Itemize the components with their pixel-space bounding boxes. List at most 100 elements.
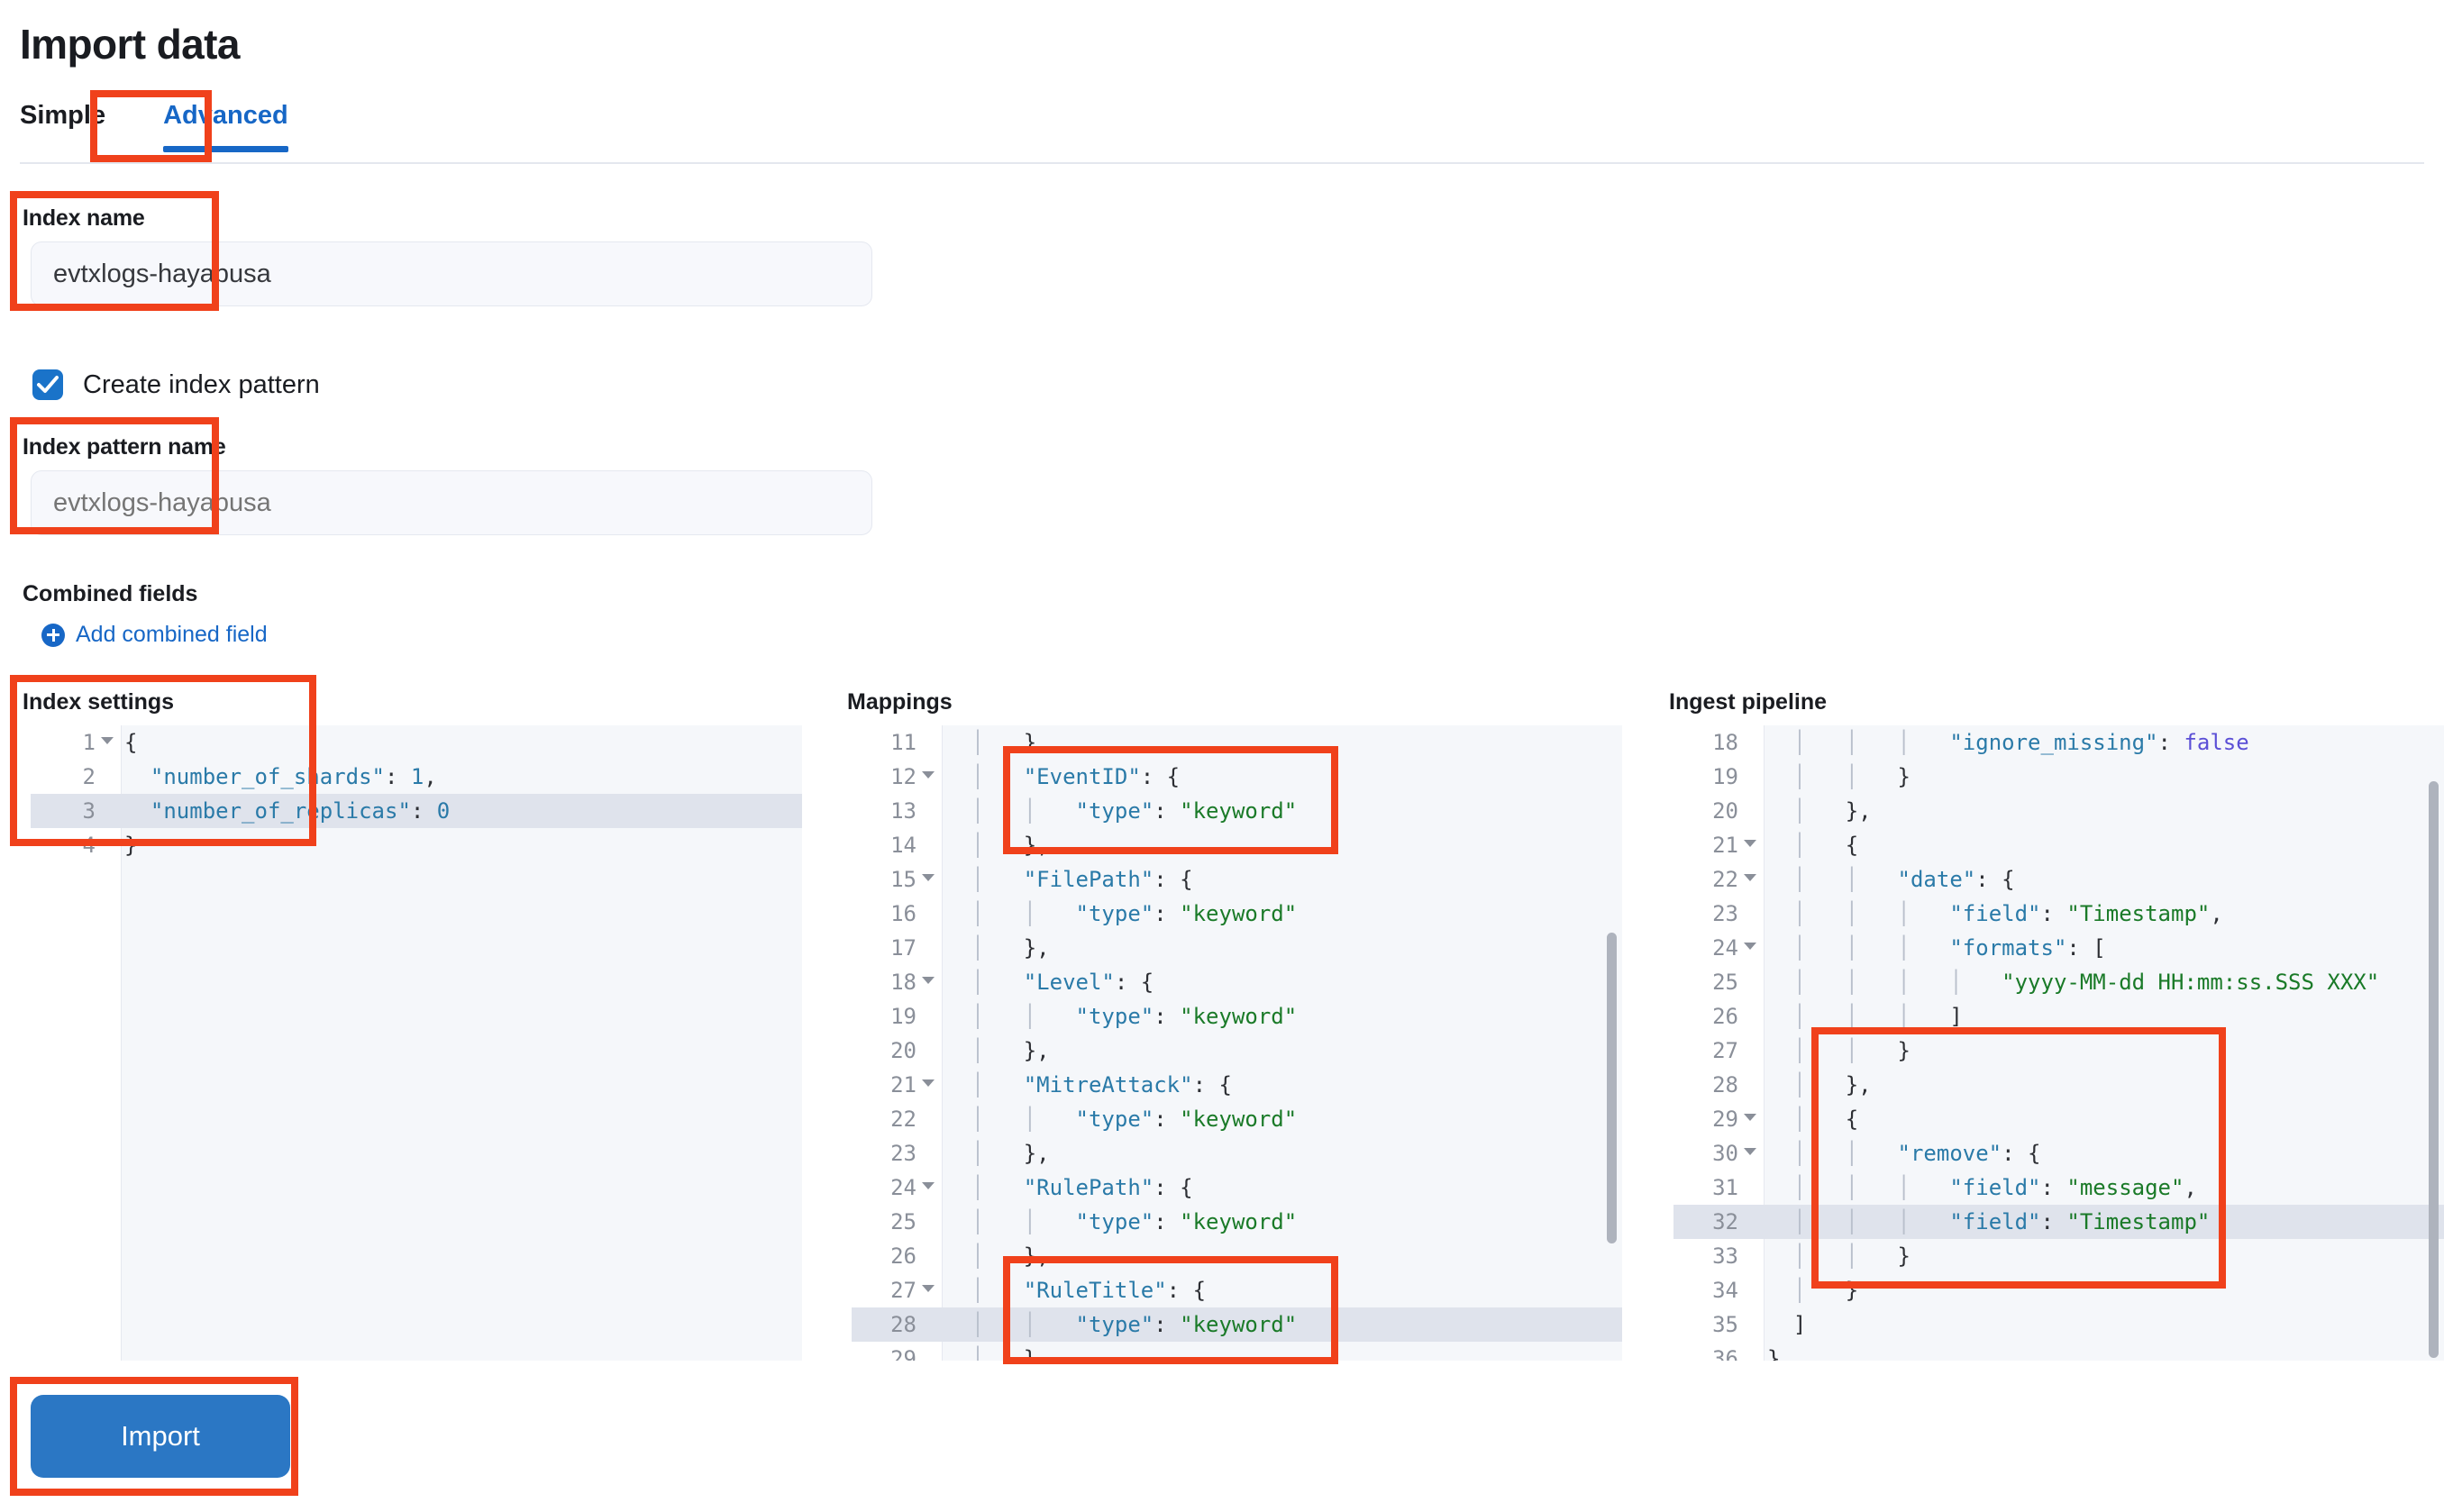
line-code: │ }, bbox=[971, 1141, 1050, 1166]
code-line[interactable]: 21 │ "MitreAttack": { bbox=[852, 1068, 1622, 1102]
index-name-label: Index name bbox=[23, 205, 145, 231]
code-line[interactable]: 32 │ │ │ "field": "Timestamp" bbox=[1673, 1205, 2444, 1239]
code-line[interactable]: 31 │ │ │ "field": "message", bbox=[1673, 1170, 2444, 1205]
fold-arrow-icon[interactable] bbox=[922, 771, 935, 779]
code-line[interactable]: 28 │ }, bbox=[1673, 1068, 2444, 1102]
line-code: │ │ "type": "keyword" bbox=[971, 1107, 1298, 1132]
code-line[interactable]: 13 │ │ "type": "keyword" bbox=[852, 794, 1622, 828]
code-line[interactable]: 11 │ }, bbox=[852, 725, 1622, 760]
fold-arrow-icon[interactable] bbox=[1744, 1114, 1756, 1121]
ingest-pipeline-scrollbar[interactable] bbox=[2429, 781, 2439, 1358]
code-line[interactable]: 29 │ { bbox=[1673, 1102, 2444, 1136]
code-line[interactable]: 4} bbox=[31, 828, 802, 862]
code-line[interactable]: 2 "number_of_shards": 1, bbox=[31, 760, 802, 794]
fold-arrow-icon[interactable] bbox=[922, 1285, 935, 1292]
line-number: 12 bbox=[890, 764, 916, 789]
code-line[interactable]: 15 │ "FilePath": { bbox=[852, 862, 1622, 897]
line-code: │ │ "type": "keyword" bbox=[971, 1004, 1298, 1029]
index-settings-code[interactable]: 1{2 "number_of_shards": 1,3 "number_of_r… bbox=[31, 725, 802, 862]
line-number: 16 bbox=[890, 901, 916, 926]
line-number: 26 bbox=[1712, 1004, 1738, 1029]
tab-advanced[interactable]: Advanced bbox=[132, 99, 296, 152]
code-line[interactable]: 16 │ │ "type": "keyword" bbox=[852, 897, 1622, 931]
code-line[interactable]: 19 │ │ } bbox=[1673, 760, 2444, 794]
code-line[interactable]: 18 │ "Level": { bbox=[852, 965, 1622, 999]
code-line[interactable]: 28 │ │ "type": "keyword" bbox=[852, 1307, 1622, 1342]
code-line[interactable]: 22 │ │ "type": "keyword" bbox=[852, 1102, 1622, 1136]
fold-arrow-icon[interactable] bbox=[922, 1182, 935, 1189]
tab-list: Simple Advanced bbox=[20, 99, 296, 152]
code-line[interactable]: 12 │ "EventID": { bbox=[852, 760, 1622, 794]
mappings-code[interactable]: 11 │ },12 │ "EventID": {13 │ │ "type": "… bbox=[852, 725, 1622, 1361]
code-line[interactable]: 34 │ } bbox=[1673, 1273, 2444, 1307]
fold-arrow-icon[interactable] bbox=[1744, 840, 1756, 847]
index-name-input[interactable] bbox=[31, 241, 872, 306]
code-line[interactable]: 23 │ │ │ "field": "Timestamp", bbox=[1673, 897, 2444, 931]
index-pattern-name-input[interactable] bbox=[31, 470, 872, 535]
index-settings-editor[interactable]: 1{2 "number_of_shards": 1,3 "number_of_r… bbox=[31, 725, 802, 1361]
code-line[interactable]: 27 │ "RuleTitle": { bbox=[852, 1273, 1622, 1307]
code-line[interactable]: 1{ bbox=[31, 725, 802, 760]
line-code: │ │ "date": { bbox=[1792, 867, 2015, 892]
create-index-pattern-row[interactable]: Create index pattern bbox=[32, 369, 320, 400]
code-line[interactable]: 25 │ │ "type": "keyword" bbox=[852, 1205, 1622, 1239]
fold-arrow-icon[interactable] bbox=[1744, 874, 1756, 881]
line-code: │ }, bbox=[971, 1346, 1050, 1361]
fold-arrow-icon[interactable] bbox=[922, 977, 935, 984]
code-line[interactable]: 33 │ │ } bbox=[1673, 1239, 2444, 1273]
code-line[interactable]: 23 │ }, bbox=[852, 1136, 1622, 1170]
tab-simple[interactable]: Simple bbox=[20, 101, 106, 130]
line-number: 35 bbox=[1712, 1312, 1738, 1337]
code-line[interactable]: 18 │ │ │ "ignore_missing": false bbox=[1673, 725, 2444, 760]
code-line[interactable]: 26 │ │ │ ] bbox=[1673, 999, 2444, 1034]
code-line[interactable]: 3 "number_of_replicas": 0 bbox=[31, 794, 802, 828]
code-line[interactable]: 19 │ │ "type": "keyword" bbox=[852, 999, 1622, 1034]
code-line[interactable]: 21 │ { bbox=[1673, 828, 2444, 862]
mappings-editor[interactable]: 11 │ },12 │ "EventID": {13 │ │ "type": "… bbox=[852, 725, 1622, 1361]
code-line[interactable]: 14 │ }, bbox=[852, 828, 1622, 862]
fold-arrow-icon[interactable] bbox=[101, 737, 114, 744]
create-index-pattern-checkbox[interactable] bbox=[32, 369, 63, 400]
code-line[interactable]: 25 │ │ │ │ "yyyy-MM-dd HH:mm:ss.SSS XXX" bbox=[1673, 965, 2444, 999]
add-combined-field-button[interactable]: Add combined field bbox=[41, 622, 268, 648]
line-number: 32 bbox=[1712, 1209, 1738, 1234]
code-line[interactable]: 20 │ }, bbox=[852, 1034, 1622, 1068]
line-number: 20 bbox=[1712, 798, 1738, 824]
line-code: │ │ │ "formats": [ bbox=[1792, 935, 2106, 961]
page-title: Import data bbox=[20, 21, 240, 68]
code-line[interactable]: 29 │ }, bbox=[852, 1342, 1622, 1361]
code-line[interactable]: 24 │ │ │ "formats": [ bbox=[1673, 931, 2444, 965]
line-code: │ │ "remove": { bbox=[1792, 1141, 2041, 1166]
code-line[interactable]: 30 │ │ "remove": { bbox=[1673, 1136, 2444, 1170]
line-code: } bbox=[1767, 1346, 1781, 1361]
line-code: │ }, bbox=[971, 833, 1050, 858]
mappings-scrollbar[interactable] bbox=[1607, 933, 1617, 1243]
line-number: 31 bbox=[1712, 1175, 1738, 1200]
code-line[interactable]: 24 │ "RulePath": { bbox=[852, 1170, 1622, 1205]
code-line[interactable]: 22 │ │ "date": { bbox=[1673, 862, 2444, 897]
line-number: 23 bbox=[1712, 901, 1738, 926]
line-code: │ │ "type": "keyword" bbox=[971, 798, 1298, 824]
fold-arrow-icon[interactable] bbox=[922, 1079, 935, 1087]
index-settings-gutter bbox=[31, 725, 122, 1361]
fold-arrow-icon[interactable] bbox=[1744, 943, 1756, 950]
code-line[interactable]: 20 │ }, bbox=[1673, 794, 2444, 828]
fold-arrow-icon[interactable] bbox=[1744, 1148, 1756, 1155]
plus-circle-icon bbox=[41, 623, 65, 647]
line-number: 2 bbox=[82, 764, 96, 789]
line-number: 21 bbox=[890, 1072, 916, 1098]
code-line[interactable]: 27 │ │ } bbox=[1673, 1034, 2444, 1068]
code-line[interactable]: 17 │ }, bbox=[852, 931, 1622, 965]
fold-arrow-icon[interactable] bbox=[922, 874, 935, 881]
code-line[interactable]: 35 ] bbox=[1673, 1307, 2444, 1342]
line-code: │ "MitreAttack": { bbox=[971, 1072, 1232, 1098]
code-line[interactable]: 26 │ }, bbox=[852, 1239, 1622, 1273]
line-code: │ "RulePath": { bbox=[971, 1175, 1193, 1200]
line-number: 28 bbox=[1712, 1072, 1738, 1098]
code-line[interactable]: 36} bbox=[1673, 1342, 2444, 1361]
import-button[interactable]: Import bbox=[31, 1395, 290, 1478]
line-number: 14 bbox=[890, 833, 916, 858]
ingest-pipeline-gutter bbox=[1673, 725, 1765, 1361]
